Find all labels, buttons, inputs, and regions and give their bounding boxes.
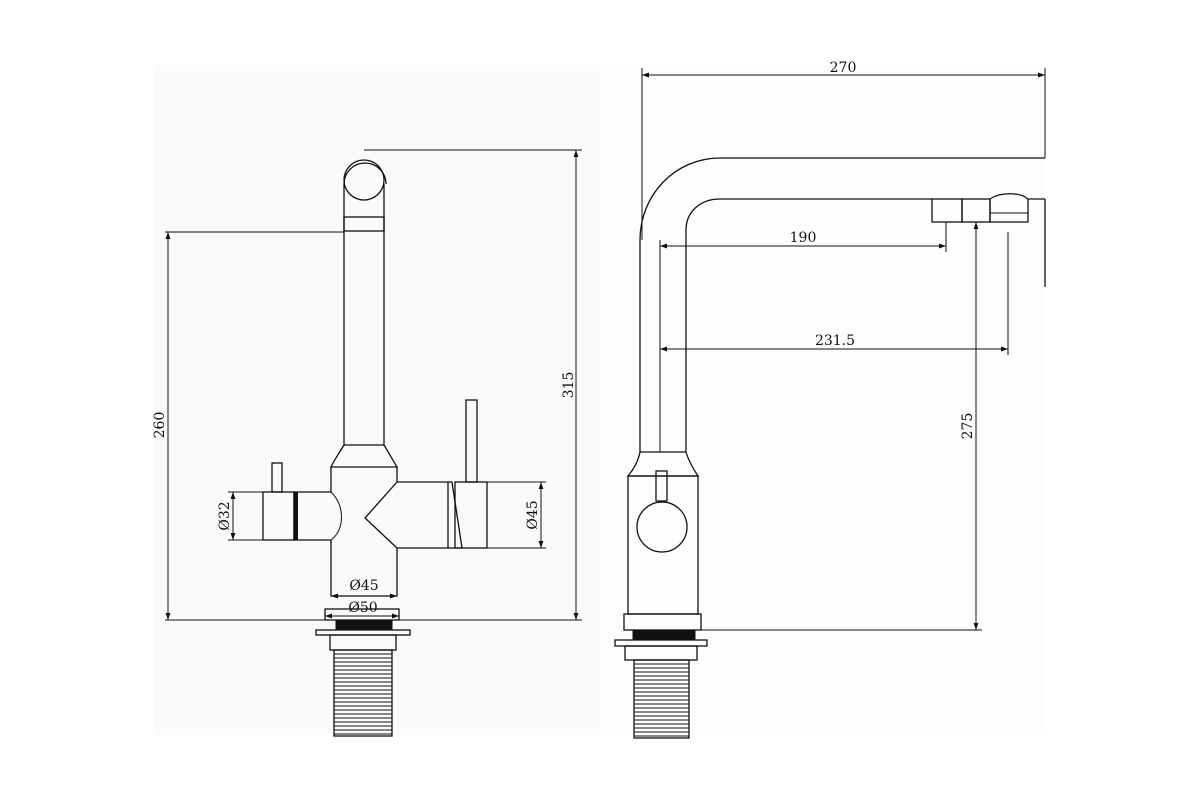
side-view (614, 157, 1046, 739)
side-base-gasket (632, 629, 696, 641)
dim-label-d32: Ø32 (217, 501, 233, 530)
dim-label-d50: Ø50 (348, 600, 377, 616)
dim-label-315: 315 (561, 372, 577, 399)
front-v-groove (364, 481, 398, 549)
dim-label-190: 190 (790, 230, 817, 246)
dim-label-231-5: 231.5 (815, 333, 855, 349)
front-left-lever (271, 462, 283, 493)
front-right-lever (465, 399, 478, 483)
front-threaded-shank (333, 649, 393, 737)
dim-label-260: 260 (152, 412, 168, 439)
front-top-ring (343, 159, 385, 201)
dim-label-d45-right: Ø45 (525, 500, 541, 529)
front-dimensions: 315 260 Ø32 Ø45 Ø45 Ø50 (152, 149, 582, 621)
front-view (262, 159, 488, 737)
dim-label-275: 275 (960, 413, 976, 440)
front-top-cap (343, 162, 387, 185)
side-spout-inner (685, 198, 932, 452)
side-threaded-shank (633, 659, 690, 739)
front-base-gasket (335, 619, 393, 631)
side-dimensions: 270 190 231.5 275 (641, 60, 1046, 631)
side-view-panel (600, 65, 1045, 735)
side-lever (655, 470, 668, 502)
front-neck (330, 444, 399, 468)
side-outlet-2 (989, 193, 1029, 223)
dim-label-d45-body: Ø45 (349, 578, 378, 594)
side-handle-disc (636, 501, 688, 553)
side-spout-outer (639, 157, 1045, 452)
dim-label-270: 270 (830, 60, 857, 76)
